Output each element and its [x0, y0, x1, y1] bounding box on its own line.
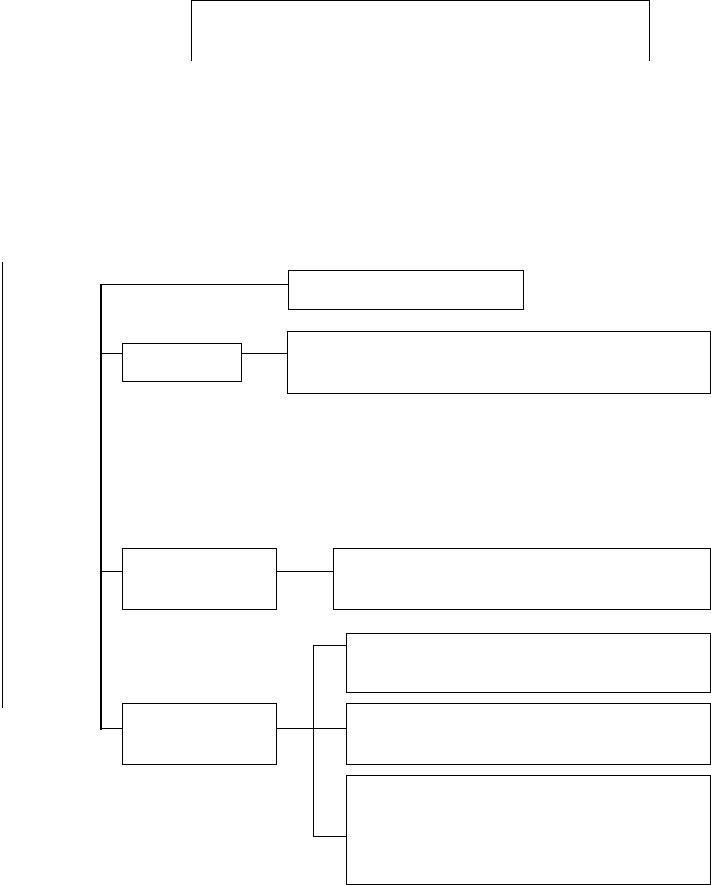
left-margin-rule — [2, 262, 3, 708]
node-branch-a — [122, 343, 242, 382]
node-branch-a-detail — [287, 331, 711, 394]
connector-fork-to-detail-3 — [313, 836, 347, 837]
node-branch-c-detail-1 — [346, 633, 711, 693]
header-frame-right-edge — [649, 0, 650, 61]
header-frame-top-edge — [191, 0, 650, 1]
branch-c-fork-line — [313, 645, 314, 837]
node-branch-c-detail-3 — [346, 775, 711, 885]
header-frame-left-edge — [191, 0, 192, 61]
main-trunk-line — [100, 284, 102, 730]
node-branch-b — [122, 548, 277, 610]
node-branch-b-detail — [333, 548, 711, 610]
connector-trunk-to-branch-a — [100, 353, 123, 354]
node-level1-top — [288, 270, 524, 310]
node-branch-c-detail-2 — [346, 703, 711, 765]
connector-fork-to-detail-1 — [313, 645, 347, 646]
node-branch-c — [122, 703, 277, 765]
connector-trunk-to-branch-c — [100, 728, 123, 729]
connector-branch-b-to-detail — [276, 571, 334, 572]
header-frame-label — [200, 8, 640, 52]
connector-branch-a-to-detail — [241, 353, 288, 354]
connector-trunk-to-branch-b — [100, 571, 123, 572]
connector-trunk-to-level1-top — [100, 284, 288, 285]
